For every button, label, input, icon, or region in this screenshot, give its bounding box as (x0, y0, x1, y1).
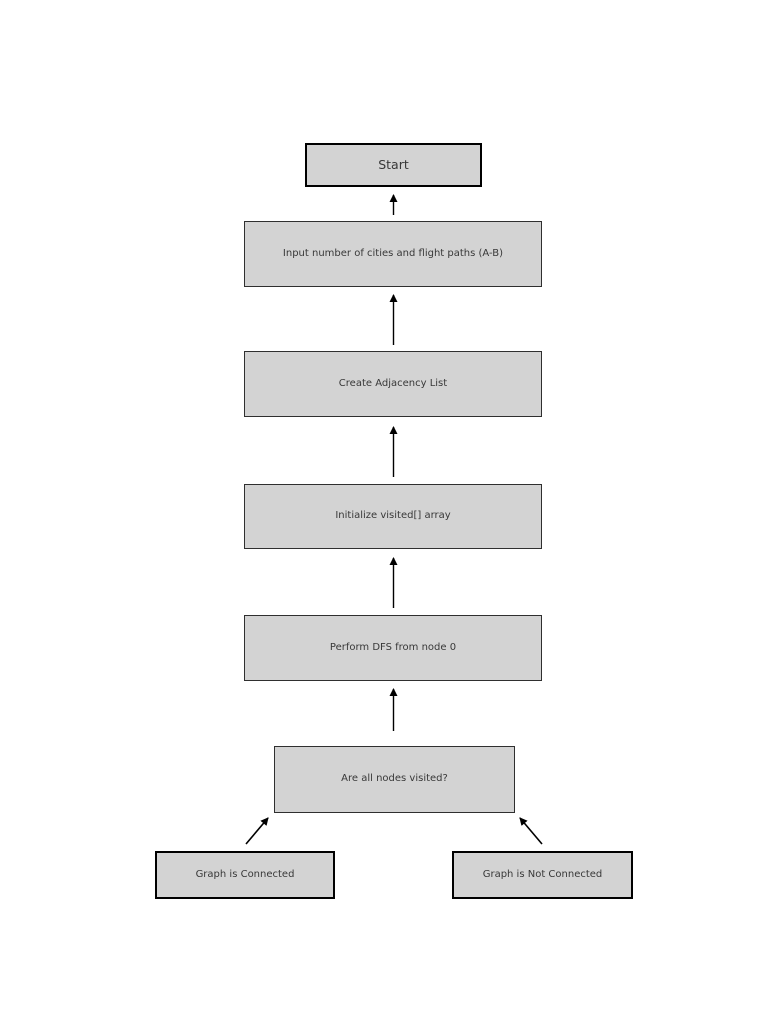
node-input-cities: Input number of cities and flight paths … (244, 221, 542, 287)
node-graph-connected-label: Graph is Connected (195, 868, 295, 880)
node-initialize-visited-array: Initialize visited[] array (244, 484, 542, 549)
node-start-label: Start (378, 157, 409, 173)
node-perform-dfs: Perform DFS from node 0 (244, 615, 542, 681)
node-start: Start (305, 143, 482, 187)
node-input-cities-label: Input number of cities and flight paths … (282, 247, 504, 259)
node-initialize-visited-array-label: Initialize visited[] array (335, 510, 451, 522)
node-graph-not-connected-label: Graph is Not Connected (482, 868, 603, 880)
node-graph-not-connected: Graph is Not Connected (452, 851, 633, 899)
node-all-nodes-visited-decision-label: Are all nodes visited? (341, 773, 448, 785)
arrow-notconnected-to-decision (519, 817, 543, 845)
node-perform-dfs-label: Perform DFS from node 0 (329, 641, 457, 653)
arrow-connected-to-decision (245, 817, 269, 845)
node-graph-connected: Graph is Connected (155, 851, 335, 899)
node-all-nodes-visited-decision: Are all nodes visited? (274, 746, 515, 813)
node-create-adjacency-list-label: Create Adjacency List (338, 377, 448, 389)
node-create-adjacency-list: Create Adjacency List (244, 351, 542, 417)
